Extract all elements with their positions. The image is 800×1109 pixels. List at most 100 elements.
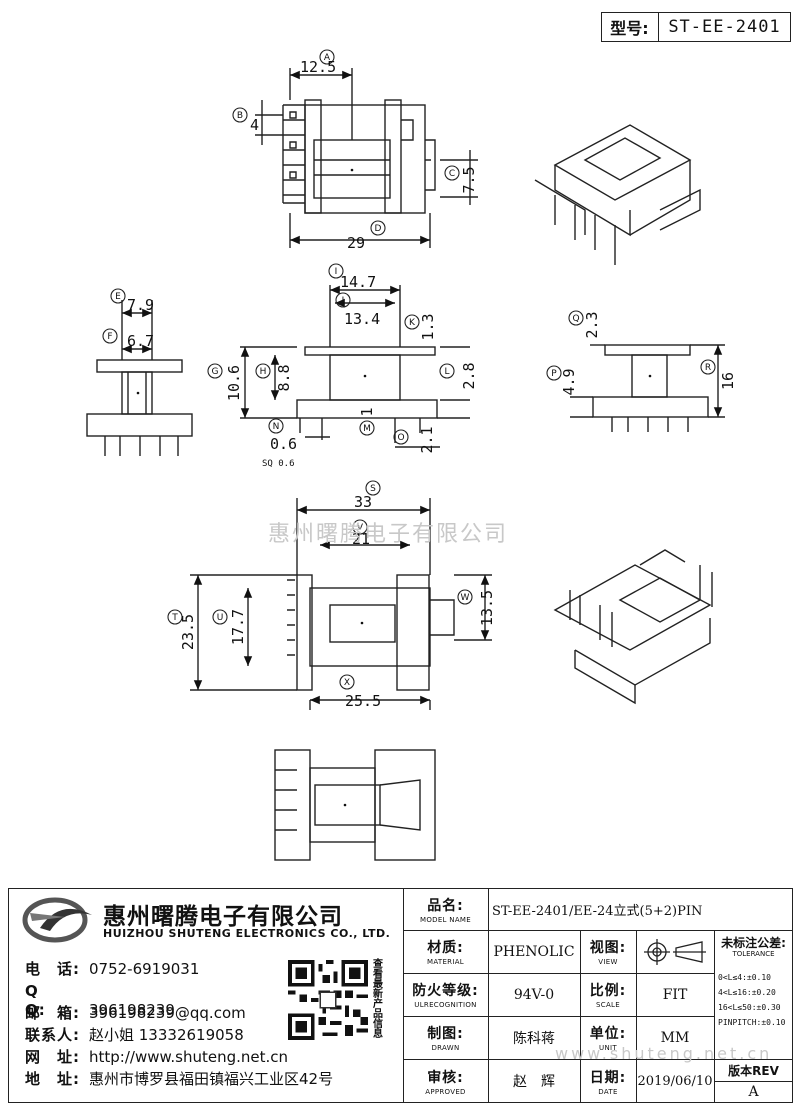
approved-label: 审核:APPROVED	[425, 1069, 466, 1096]
date-label: 日期:DATE	[589, 1069, 627, 1096]
dim-value-B: 4	[250, 116, 259, 134]
dim-letter-G: G	[212, 367, 219, 377]
view-label: 视图:VIEW	[589, 940, 627, 966]
contact-email: 邮 箱:396198239@qq.com	[25, 1004, 246, 1022]
tolerance-row: 0<L≤4:±0.10	[718, 973, 771, 982]
company-name-en: HUIZHOU SHUTENG ELECTRONICS CO., LTD.	[103, 927, 391, 940]
dim-value-D: 29	[347, 234, 365, 252]
dim-value-O: 2.1	[418, 426, 436, 453]
dim-letter-U: U	[217, 613, 224, 623]
projection-symbol-icon	[644, 939, 706, 965]
model-name-value: ST-EE-2401/EE-24立式(5+2)PIN	[492, 903, 703, 919]
contact-website: 网 址:http://www.shuteng.net.cn	[25, 1048, 289, 1066]
dim-letter-M: M	[363, 424, 371, 434]
dim-value-W: 13.5	[478, 590, 496, 626]
date-value: 2019/06/10	[637, 1073, 713, 1089]
company-logo-icon	[22, 897, 92, 943]
contact-phone: 电 话:0752-6919031	[25, 960, 200, 978]
bottom-view	[274, 749, 436, 861]
dim-value-H: 8.8	[275, 364, 293, 391]
isometric-view-top	[534, 124, 701, 265]
dim-value-P: 4.9	[560, 368, 578, 395]
dim-note-N: SQ 0.6	[262, 459, 295, 469]
qr-code-icon	[288, 960, 368, 1040]
contact-address: 地 址:惠州市博罗县福田镇福兴工业区42号	[25, 1070, 334, 1088]
approved-value: 赵 辉	[513, 1074, 555, 1090]
dim-value-F: 6.7	[127, 332, 154, 350]
dim-letter-H: H	[260, 367, 267, 377]
rev-label: 版本REV	[728, 1063, 779, 1078]
drawing-svg: A B C D E F G H I J K L M N O Q P R S V …	[86, 49, 737, 861]
dim-value-E: 7.9	[127, 296, 154, 314]
dim-value-G: 10.6	[225, 365, 243, 401]
dim-letter-R: R	[705, 363, 711, 373]
qr-caption: 查看最新产品信息	[373, 959, 383, 1040]
dim-letter-S: S	[370, 484, 376, 494]
dim-letter-K: K	[409, 318, 416, 328]
tolerance-sub: TOLERANCE	[732, 950, 775, 958]
flame-rating-label: 防火等级:ULRECOGNITION	[412, 983, 479, 1009]
dim-value-U: 17.7	[229, 609, 247, 645]
contact-person: 联系人:赵小姐 13332619058	[25, 1026, 244, 1044]
tolerance-rows: 0<L≤4:±0.10 4<L≤16:±0.20 16<L≤50:±0.30 P…	[718, 970, 785, 1030]
dim-value-Q: 2.3	[583, 311, 601, 338]
scale-value: FIT	[662, 986, 688, 1003]
isometric-view-bottom	[553, 549, 713, 705]
model-name-label: 品名:MODEL NAME	[420, 897, 471, 924]
company-name-cn: 惠州曙腾电子有限公司	[103, 904, 343, 930]
dim-value-T: 23.5	[179, 614, 197, 650]
dim-letter-P: P	[551, 369, 557, 379]
header-model-box	[601, 12, 791, 42]
tolerance-row: PINPITCH:±0.10	[718, 1018, 786, 1027]
dim-letter-J: J	[341, 296, 345, 306]
contact-qq: Q Q:396198239	[25, 982, 175, 1019]
dim-letter-D: D	[375, 224, 382, 234]
unit-label: 单位:UNIT	[589, 1026, 627, 1052]
drawn-label: 制图:DRAWN	[427, 1026, 464, 1052]
dim-value-X: 25.5	[345, 692, 381, 710]
dim-value-C: 7.5	[460, 166, 478, 193]
flame-rating-value: 94V-0	[513, 986, 555, 1003]
tolerance-title: 未标注公差:	[721, 936, 786, 950]
drawn-value: 陈科蒋	[513, 1030, 555, 1047]
material-value: PHENOLIC	[493, 943, 575, 960]
watermark-center: 惠州曙腾电子有限公司	[268, 522, 509, 547]
dim-value-M: 1	[358, 407, 376, 416]
side-view-center	[240, 285, 470, 448]
dim-value-K: 1.3	[419, 313, 437, 340]
side-view-left	[86, 300, 193, 456]
dim-value-R: 16	[719, 372, 737, 390]
dim-value-J: 13.4	[344, 310, 380, 328]
front-view	[255, 68, 478, 248]
dim-letter-A: A	[324, 53, 331, 63]
dim-letter-O: O	[397, 433, 404, 443]
dim-letter-I: I	[335, 267, 338, 277]
top-view	[190, 498, 492, 710]
dim-letter-L: L	[444, 367, 449, 377]
scale-label: 比例:SCALE	[589, 983, 627, 1009]
header-model-value: ST-EE-2401	[668, 17, 781, 37]
dim-letter-N: N	[273, 422, 280, 432]
rev-value: A	[748, 1084, 759, 1100]
side-view-right	[570, 344, 725, 432]
dim-value-S: 33	[354, 493, 372, 511]
unit-value: MM	[660, 1029, 690, 1046]
dim-letter-W: W	[461, 593, 470, 603]
tolerance-row: 4<L≤16:±0.20	[718, 988, 776, 997]
dim-value-V: 21	[352, 530, 370, 548]
dim-letter-X: X	[344, 678, 350, 688]
dim-value-I: 14.7	[340, 273, 376, 291]
dim-letter-F: F	[107, 332, 112, 342]
technical-drawing: A B C D E F G H I J K L M N O Q P R S V …	[86, 49, 737, 861]
dim-value-L: 2.8	[460, 362, 478, 389]
tolerance-row: 16<L≤50:±0.30	[718, 1003, 781, 1012]
dim-letter-T: T	[171, 613, 178, 623]
header-model-label: 型号:	[610, 19, 649, 38]
title-block	[8, 888, 793, 1103]
watermark-bottom: www.shuteng.net.cn	[555, 1044, 773, 1063]
dim-letter-B: B	[237, 111, 243, 121]
material-label: 材质:MATERIAL	[427, 940, 464, 966]
dim-value-N: 0.6	[270, 435, 297, 453]
dim-letter-V: V	[357, 523, 364, 533]
dim-letter-C: C	[449, 169, 455, 179]
